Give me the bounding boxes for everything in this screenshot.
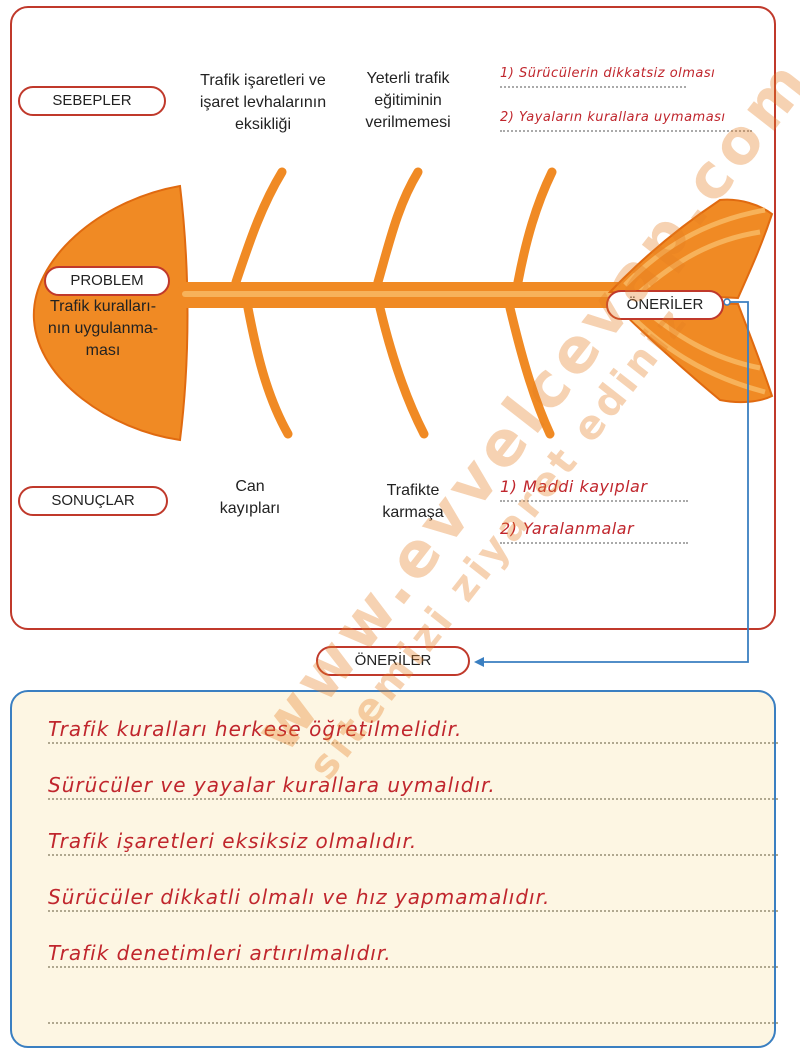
fish-tail-lower bbox=[607, 298, 774, 404]
cause-line: eksikliği bbox=[234, 116, 291, 133]
problem-text: Trafik kuralları- nın uygulanma- ması bbox=[30, 296, 176, 362]
result-line: Trafikte bbox=[386, 482, 440, 499]
cause-handwritten-2: 2) Yayaların kurallara uymaması bbox=[500, 106, 752, 132]
result-line: Can bbox=[235, 478, 265, 495]
result-line: kayıpları bbox=[219, 500, 281, 517]
suggestion-line: Trafik işaretleri eksiksiz olmalıdır. bbox=[48, 816, 778, 856]
fish-tail-upper-rib-2 bbox=[638, 229, 761, 294]
suggestions-box: Trafik kuralları herkese öğretilmelidir.… bbox=[10, 690, 778, 1048]
fish-spine-highlight bbox=[182, 291, 642, 297]
bone-upper-1 bbox=[231, 167, 287, 287]
cause-1: Trafik işaretleri ve işaret levhalarının… bbox=[178, 70, 348, 136]
fish-tail-lower-rib-1 bbox=[623, 308, 766, 395]
fish-tail-upper bbox=[607, 198, 774, 300]
bone-lower-1 bbox=[243, 303, 293, 439]
result-handwritten-2: 2) Yaralanmalar bbox=[500, 516, 688, 544]
diagram-frame bbox=[10, 6, 776, 630]
bone-lower-2 bbox=[375, 303, 429, 439]
result-handwritten-1: 1) Maddi kayıplar bbox=[500, 474, 688, 502]
arrow-head-icon bbox=[474, 657, 484, 667]
cause-line: Trafik işaretleri ve bbox=[200, 72, 326, 89]
bone-upper-3 bbox=[513, 167, 557, 287]
cause-2: Yeterli trafik eğitiminin verilmemesi bbox=[350, 68, 466, 134]
suggestions-tail-pill: ÖNERİLER bbox=[606, 290, 724, 320]
problem-line: Trafik kuralları- bbox=[49, 298, 157, 315]
suggestion-line-empty bbox=[48, 984, 778, 1024]
cause-line: işaret levhalarının bbox=[199, 94, 327, 111]
cause-line: Yeterli trafik bbox=[366, 70, 450, 87]
connector-start-dot bbox=[723, 298, 731, 306]
fish-tail-upper-rib-1 bbox=[623, 207, 766, 287]
fish-head bbox=[32, 184, 189, 442]
suggestions-bottom-pill: ÖNERİLER bbox=[316, 646, 470, 676]
causes-pill: SEBEPLER bbox=[18, 86, 166, 116]
problem-pill: PROBLEM bbox=[44, 266, 170, 296]
result-1: Can kayıpları bbox=[210, 476, 290, 520]
cause-handwritten-1: 1) Sürücülerin dikkatsiz olması bbox=[500, 62, 715, 88]
bone-lower-3 bbox=[505, 303, 555, 439]
suggestion-line: Trafik denetimleri artırılmalıdır. bbox=[48, 928, 778, 968]
bone-upper-2 bbox=[373, 167, 423, 287]
suggestion-line: Trafik kuralları herkese öğretilmelidir. bbox=[48, 704, 778, 744]
results-pill: SONUÇLAR bbox=[18, 486, 168, 516]
problem-line: ması bbox=[85, 342, 121, 359]
result-line: karmaşa bbox=[382, 504, 444, 521]
cause-line: eğitiminin bbox=[374, 92, 442, 109]
result-2: Trafikte karmaşa bbox=[370, 480, 456, 524]
suggestion-line: Sürücüler ve yayalar kurallara uymalıdır… bbox=[48, 760, 778, 800]
suggestion-line: Sürücüler dikkatli olmalı ve hız yapmama… bbox=[48, 872, 778, 912]
connector-line bbox=[482, 301, 749, 663]
problem-line: nın uygulanma- bbox=[47, 320, 159, 337]
cause-line: verilmemesi bbox=[365, 114, 451, 131]
